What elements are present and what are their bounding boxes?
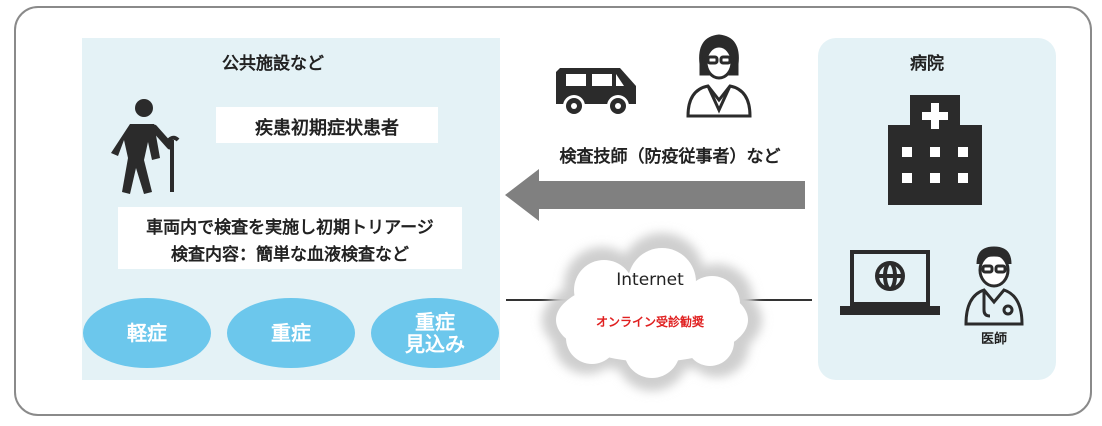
public-facility-title: 公共施設など	[222, 54, 324, 74]
hospital-title: 病院	[910, 54, 944, 74]
triage-line-2: 検査内容：簡単な血液検査など	[171, 245, 409, 265]
cloud-icon	[542, 233, 762, 391]
online-consult-label: オンライン受診勧奨	[595, 315, 704, 329]
internet-label: Internet	[616, 270, 684, 290]
severity-mild: 軽症	[83, 298, 211, 368]
arrow-left-icon	[505, 169, 805, 221]
triage-line-1: 車両内で検査を実施し初期トリアージ	[146, 218, 434, 238]
laptop-globe-icon	[840, 250, 940, 315]
hospital-icon	[888, 95, 982, 205]
triage-box	[118, 207, 462, 269]
doctor-label: 医師	[980, 332, 1007, 347]
technician-icon	[686, 34, 752, 118]
technician-label: 検査技師（防疫従事者）など	[559, 147, 781, 167]
van-icon	[556, 68, 636, 117]
severity-likely-severe: 重症 見込み	[371, 298, 499, 368]
severity-severe: 重症	[227, 298, 355, 368]
elderly-person-icon	[111, 99, 180, 194]
patient-label-box	[216, 107, 438, 143]
doctor-icon	[964, 246, 1024, 326]
patient-label: 疾患初期症状患者	[255, 118, 399, 139]
